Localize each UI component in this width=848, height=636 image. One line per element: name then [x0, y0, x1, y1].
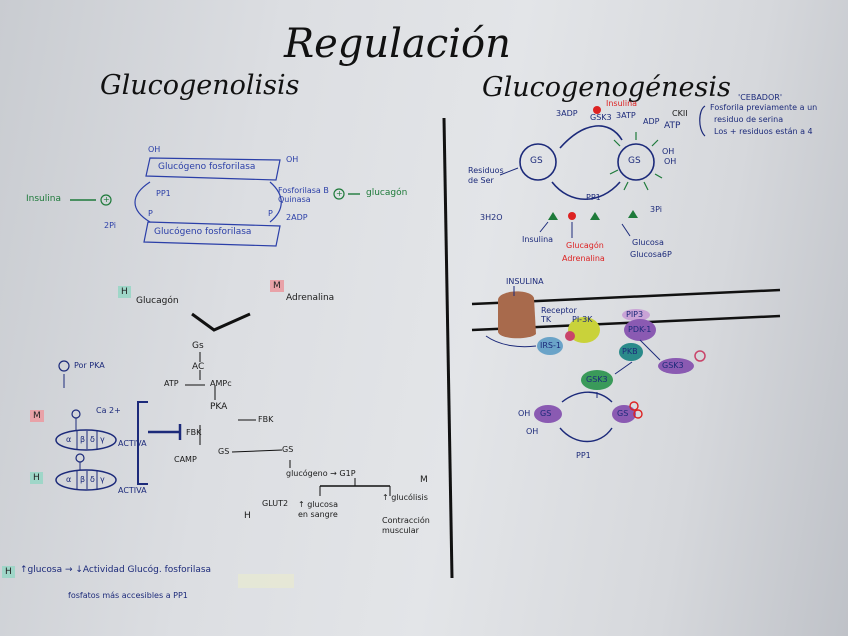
- m-label: M: [420, 475, 428, 485]
- pkb-label: PKB: [622, 347, 638, 356]
- ampc-label: AMPc: [210, 379, 232, 388]
- glucagon-label: glucagón: [366, 188, 408, 198]
- pp1-label: PP1: [586, 193, 601, 202]
- pka-label: PKA: [210, 402, 228, 412]
- oh-label: OH: [664, 157, 677, 166]
- tag-h: H: [2, 566, 15, 578]
- pp1-bottom-label: PP1: [576, 451, 591, 460]
- activa-label: ACTIVA: [118, 439, 147, 448]
- glut2-label: GLUT2: [262, 499, 289, 508]
- section-heading-glucogenolisis: Glucogenolisis: [100, 70, 300, 101]
- p-label: P: [148, 209, 153, 218]
- gsk3-label: GSK3: [590, 113, 612, 122]
- bottom-note-line2: fosfatos más accesibles a PP1: [68, 591, 188, 600]
- ckii-label: CKII: [672, 109, 688, 118]
- ac-label: AC: [192, 362, 205, 372]
- calcium-label: Ca 2+: [96, 406, 121, 415]
- glycogen-phosphorylase-lower: Glucógeno fosforilasa: [154, 227, 252, 237]
- two-pi-label: 2Pi: [104, 221, 116, 230]
- three-atp-label: 3ATP: [616, 111, 636, 120]
- glucosa-label: Glucosa: [632, 238, 664, 247]
- subunit-gamma: γ: [100, 475, 105, 484]
- insulina-upper-label: INSULINA: [506, 277, 544, 286]
- two-adp-label: 2ADP: [286, 213, 308, 222]
- three-adp-label: 3ADP: [556, 109, 578, 118]
- activa-label: ACTIVA: [118, 486, 147, 495]
- cebador-label: 'CEBADOR': [738, 93, 783, 102]
- adrenalina-red-label: Adrenalina: [562, 254, 605, 263]
- plus-symbol: +: [103, 195, 110, 204]
- adp-label: ADP: [643, 117, 660, 126]
- tag-m: M: [270, 280, 284, 292]
- gs-right-label: GS: [628, 156, 641, 166]
- fbk-label: FBK: [186, 428, 202, 437]
- subunit-alpha: α: [66, 435, 72, 444]
- p-label: P: [268, 209, 273, 218]
- oh-label: OH: [662, 147, 675, 156]
- tag-h: H: [30, 472, 43, 484]
- tag-m: M: [30, 410, 44, 422]
- gs-bottom-left-label: GS: [540, 409, 552, 418]
- glucagon-red-label: Glucagón: [566, 241, 604, 250]
- oh-label: OH: [526, 427, 539, 436]
- gsk3-inactive-label: GSK3: [662, 361, 684, 370]
- note-line1: Fosforila previamente a un: [710, 103, 818, 112]
- section-heading-glucogenogenesis: Glucogenogénesis: [482, 72, 731, 103]
- three-pi-label: 3Pi: [650, 205, 662, 214]
- highlight-mark: [238, 574, 294, 588]
- pdk1-label: PDK-1: [628, 325, 652, 334]
- blood-glucose-label: ↑ glucosa en sangre: [298, 500, 338, 519]
- ser-residues-label: Residuos de Ser: [468, 166, 504, 185]
- glucosa6p-label: Glucosa6P: [630, 250, 672, 259]
- pi3k-label: PI-3K: [572, 315, 593, 324]
- tag-h: H: [118, 286, 131, 298]
- oh-label: OH: [518, 409, 531, 418]
- insulina-label: Insulina: [522, 235, 554, 244]
- subunit-gamma: γ: [100, 435, 105, 444]
- phosphorylase-kinase-label: Fosforilasa B Quinasa: [278, 186, 329, 205]
- page-title: Regulación: [284, 21, 511, 67]
- glucagon-hormone: Glucagón: [136, 296, 179, 306]
- subunit-beta: β: [80, 435, 86, 444]
- oh-label: OH: [286, 155, 299, 164]
- subunit-delta: δ: [90, 435, 95, 444]
- gs-bottom-right-label: GS: [617, 409, 629, 418]
- note-line2: residuo de serina: [714, 115, 784, 124]
- gs-p-label: GS: [282, 445, 294, 454]
- gs-label: GS: [218, 447, 230, 456]
- note-line3: Los + residuos están a 4: [714, 127, 813, 136]
- glycolysis-label: ↑ glucólisis: [382, 493, 428, 502]
- camp-label: CAMP: [174, 455, 197, 464]
- bottom-note-line1: ↑glucosa → ↓Actividad Glucóg. fosforilas…: [20, 565, 212, 575]
- h-label: H: [244, 511, 251, 521]
- atp-label: ATP: [164, 379, 179, 388]
- insulina-label: Insulina: [26, 194, 61, 204]
- subunit-delta: δ: [90, 475, 95, 484]
- irs1-label: IRS-1: [540, 341, 561, 350]
- insulina-red-label: Insulina: [606, 99, 638, 108]
- atp-label: ATP: [664, 121, 681, 131]
- gs-label: Gs: [192, 341, 204, 351]
- por-pka-label: Por PKA: [74, 361, 105, 370]
- pp1-label: PP1: [156, 189, 171, 198]
- pip3-label: PIP3: [626, 310, 644, 319]
- plus-symbol: +: [336, 189, 343, 198]
- glycogen-phosphorylase-upper: Glucógeno fosforilasa: [158, 162, 256, 172]
- adrenalina-hormone: Adrenalina: [286, 293, 335, 303]
- oh-label: OH: [148, 145, 161, 154]
- glycogen-g1p-label: glucógeno → G1P: [286, 469, 356, 478]
- subunit-alpha: α: [66, 475, 72, 484]
- gs-left-label: GS: [530, 156, 543, 166]
- receptor-tk-label: Receptor TK: [541, 306, 577, 325]
- gsk3-active-label: GSK3: [586, 375, 608, 384]
- fbk-p-label: FBK: [258, 415, 274, 424]
- subunit-beta: β: [80, 475, 86, 484]
- muscle-contraction-label: Contracción muscular: [382, 516, 430, 535]
- three-h2o-label: 3H2O: [480, 213, 503, 222]
